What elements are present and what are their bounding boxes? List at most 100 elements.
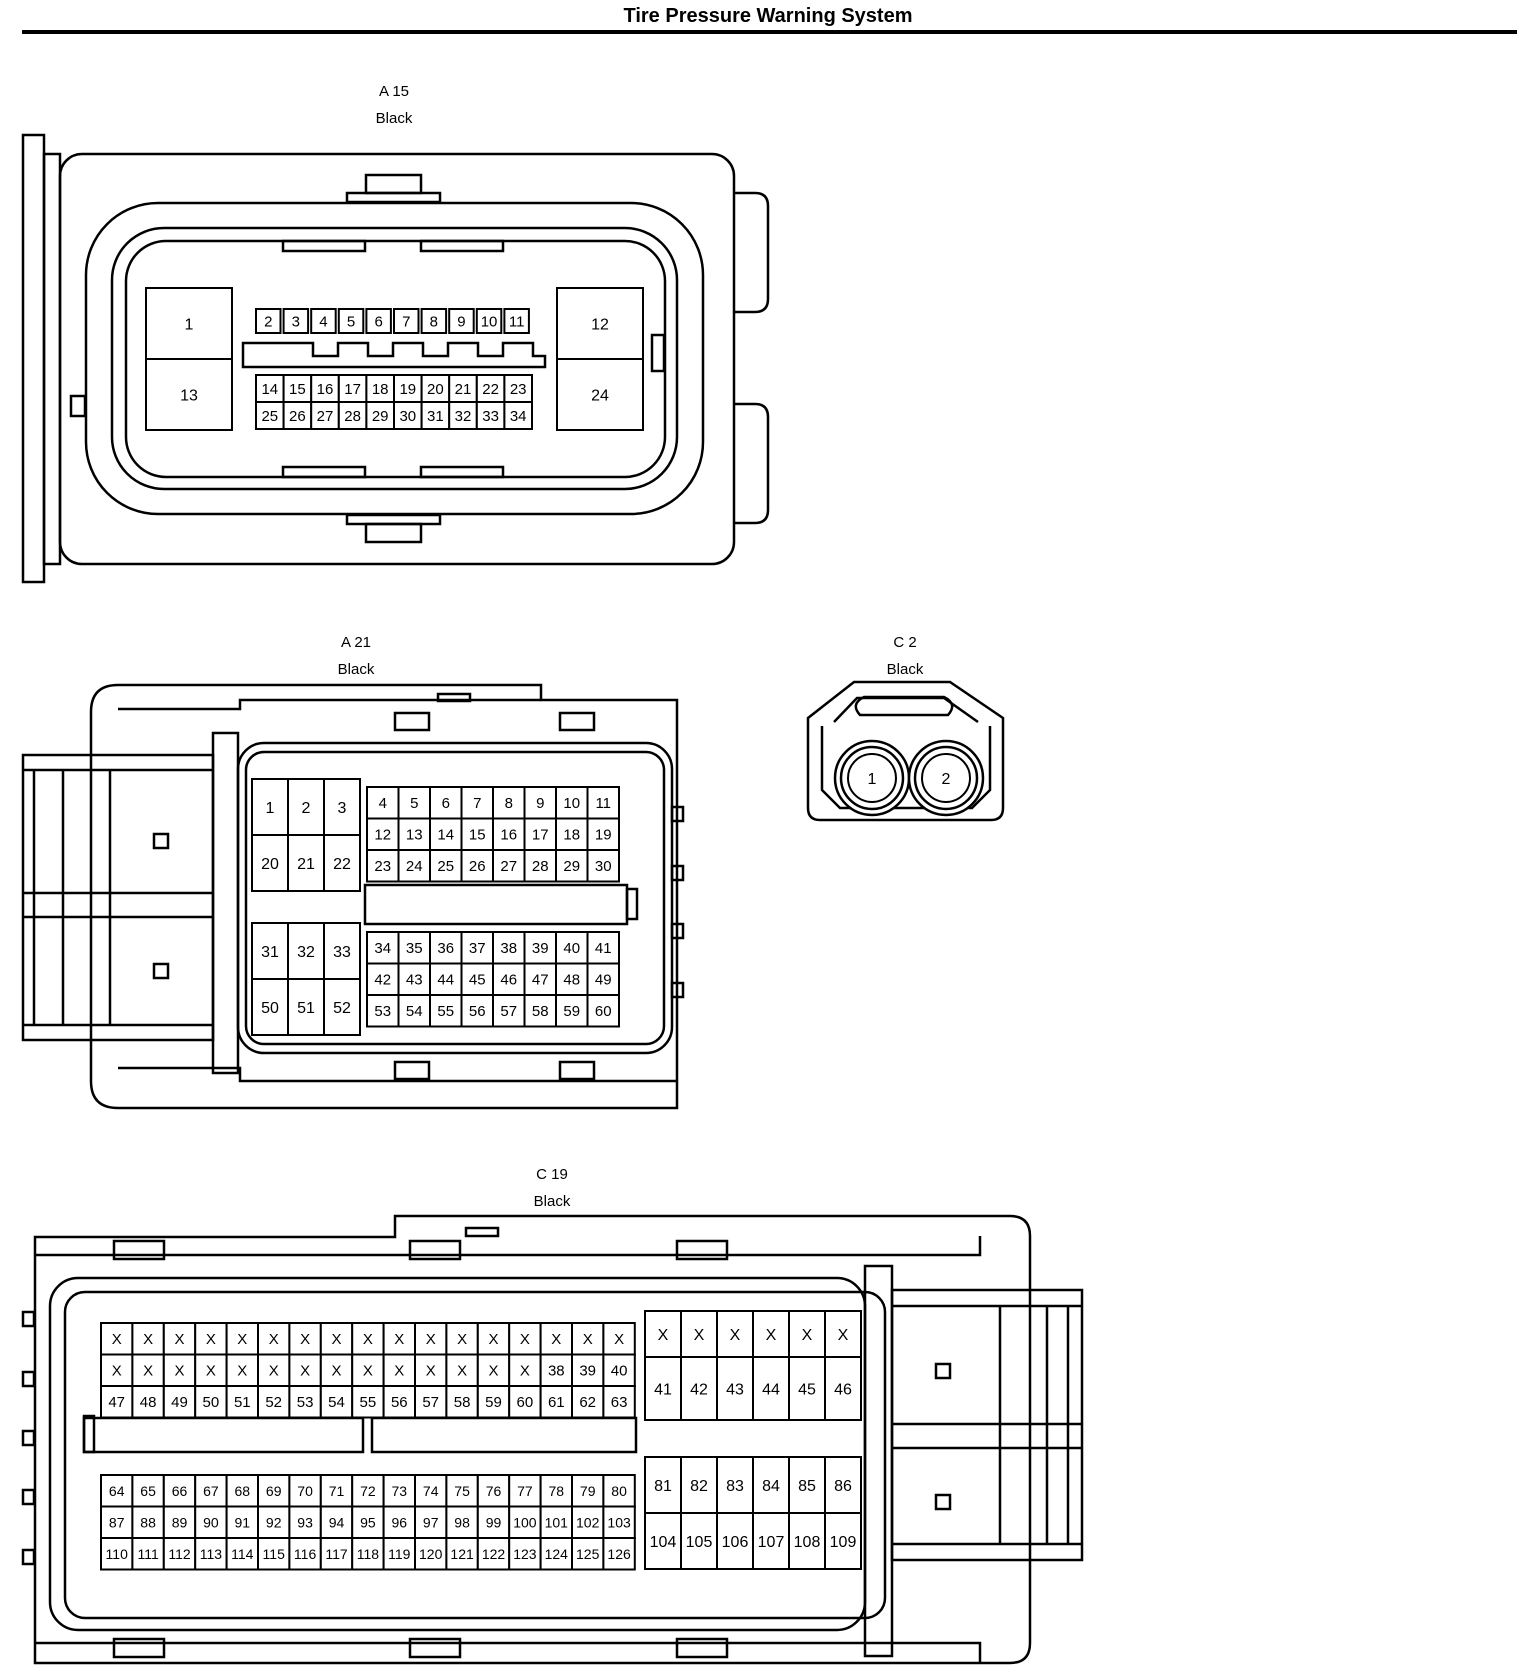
c19-pin-113: 113 bbox=[194, 1537, 228, 1571]
svg-text:X: X bbox=[583, 1331, 593, 1348]
c19-pin-112: 112 bbox=[162, 1537, 197, 1571]
c19-pin-X: X bbox=[194, 1353, 228, 1387]
svg-text:36: 36 bbox=[437, 940, 454, 957]
c19-pin-103: 103 bbox=[602, 1505, 636, 1539]
svg-text:12: 12 bbox=[374, 827, 391, 844]
c19-pin-X: X bbox=[131, 1353, 165, 1387]
svg-text:88: 88 bbox=[140, 1514, 156, 1530]
svg-text:14: 14 bbox=[261, 381, 278, 398]
c19-pin-70: 70 bbox=[288, 1474, 322, 1508]
svg-text:X: X bbox=[730, 1327, 741, 1344]
c19-pin-X: X bbox=[162, 1353, 197, 1387]
svg-text:50: 50 bbox=[261, 1000, 279, 1017]
c19-pin-X: X bbox=[414, 1353, 448, 1387]
svg-text:124: 124 bbox=[545, 1546, 569, 1562]
svg-text:58: 58 bbox=[532, 1003, 549, 1020]
a15-pin-1: 1 bbox=[145, 287, 233, 360]
c19-pin-54: 54 bbox=[319, 1385, 354, 1419]
c19-pin-104: 104 bbox=[644, 1512, 682, 1570]
a21-pin-9: 9 bbox=[523, 786, 557, 820]
c19-pin-X: X bbox=[644, 1310, 682, 1358]
a15-pin-10: 10 bbox=[475, 308, 503, 334]
a21-pin-27: 27 bbox=[492, 849, 526, 883]
svg-text:98: 98 bbox=[454, 1514, 470, 1530]
connector-a21-label: A 21 Black bbox=[256, 629, 456, 683]
c19-pin-123: 123 bbox=[508, 1537, 542, 1571]
a21-pin-37: 37 bbox=[460, 931, 494, 965]
c19-pin-80: 80 bbox=[602, 1474, 636, 1508]
c19-pin-48: 48 bbox=[131, 1385, 165, 1419]
c19-pin-X: X bbox=[445, 1353, 479, 1387]
c19-pin-69: 69 bbox=[257, 1474, 291, 1508]
a21-pin-16: 16 bbox=[492, 817, 526, 851]
a21-pin-49: 49 bbox=[586, 962, 620, 996]
c19-pin-X: X bbox=[162, 1322, 197, 1356]
a21-pin-50: 50 bbox=[251, 978, 289, 1036]
c19-pin-X: X bbox=[225, 1353, 260, 1387]
svg-text:X: X bbox=[394, 1363, 404, 1380]
svg-text:40: 40 bbox=[563, 940, 580, 957]
svg-text:55: 55 bbox=[360, 1394, 377, 1411]
c19-pin-114: 114 bbox=[225, 1537, 260, 1571]
c19-pin-X: X bbox=[445, 1322, 479, 1356]
svg-text:96: 96 bbox=[392, 1514, 408, 1530]
svg-text:9: 9 bbox=[536, 795, 544, 812]
svg-text:57: 57 bbox=[500, 1003, 517, 1020]
c19-pin-72: 72 bbox=[351, 1474, 385, 1508]
c19-pin-106: 106 bbox=[716, 1512, 754, 1570]
c19-pin-X: X bbox=[257, 1353, 291, 1387]
a15-pin-31: 31 bbox=[420, 401, 451, 430]
c19-pin-119: 119 bbox=[382, 1537, 417, 1571]
svg-text:23: 23 bbox=[374, 858, 391, 875]
svg-text:2: 2 bbox=[264, 313, 272, 330]
a15-pin-19: 19 bbox=[393, 374, 423, 403]
a21-pin-45: 45 bbox=[460, 962, 494, 996]
c19-pin-62: 62 bbox=[571, 1385, 605, 1419]
a21-pin-15: 15 bbox=[460, 817, 494, 851]
svg-text:31: 31 bbox=[427, 408, 444, 425]
svg-text:125: 125 bbox=[576, 1546, 600, 1562]
c19-pin-63: 63 bbox=[602, 1385, 636, 1419]
c19-pin-51: 51 bbox=[225, 1385, 260, 1419]
a21-pin-20: 20 bbox=[251, 834, 289, 892]
svg-text:35: 35 bbox=[406, 940, 423, 957]
connector-a15-color: Black bbox=[375, 110, 413, 127]
svg-text:29: 29 bbox=[372, 408, 389, 425]
svg-text:X: X bbox=[269, 1363, 279, 1380]
svg-text:71: 71 bbox=[329, 1483, 345, 1499]
svg-text:112: 112 bbox=[168, 1546, 191, 1562]
c19-pin-X: X bbox=[319, 1353, 354, 1387]
a15-pin-6: 6 bbox=[365, 308, 392, 334]
a21-pin-7: 7 bbox=[460, 786, 494, 820]
svg-text:101: 101 bbox=[545, 1514, 569, 1530]
c19-pin-83: 83 bbox=[716, 1456, 754, 1514]
svg-text:X: X bbox=[112, 1331, 122, 1348]
svg-text:116: 116 bbox=[294, 1546, 317, 1562]
svg-text:119: 119 bbox=[388, 1546, 411, 1562]
a21-pin-8: 8 bbox=[492, 786, 526, 820]
svg-text:123: 123 bbox=[513, 1546, 537, 1562]
a21-pin-58: 58 bbox=[523, 994, 557, 1028]
svg-text:46: 46 bbox=[500, 972, 517, 989]
c19-pin-X: X bbox=[539, 1322, 573, 1356]
svg-text:11: 11 bbox=[509, 313, 525, 330]
c19-pin-118: 118 bbox=[351, 1537, 385, 1571]
c19-pin-X: X bbox=[824, 1310, 862, 1358]
a21-pin-60: 60 bbox=[586, 994, 620, 1028]
a21-pin-40: 40 bbox=[555, 931, 589, 965]
svg-text:33: 33 bbox=[482, 408, 499, 425]
svg-text:100: 100 bbox=[513, 1514, 537, 1530]
svg-text:70: 70 bbox=[297, 1483, 313, 1499]
a21-pin-17: 17 bbox=[523, 817, 557, 851]
c19-pin-66: 66 bbox=[162, 1474, 197, 1508]
a21-pin-5: 5 bbox=[397, 786, 431, 820]
a21-pin-18: 18 bbox=[555, 817, 589, 851]
svg-text:92: 92 bbox=[266, 1514, 282, 1530]
svg-text:81: 81 bbox=[654, 1478, 672, 1495]
svg-text:X: X bbox=[394, 1331, 404, 1348]
a21-pin-39: 39 bbox=[523, 931, 557, 965]
connector-a15-label: A 15 Black bbox=[294, 78, 494, 132]
a21-pin-59: 59 bbox=[555, 994, 589, 1028]
c19-pin-98: 98 bbox=[445, 1505, 479, 1539]
svg-text:69: 69 bbox=[266, 1483, 282, 1499]
